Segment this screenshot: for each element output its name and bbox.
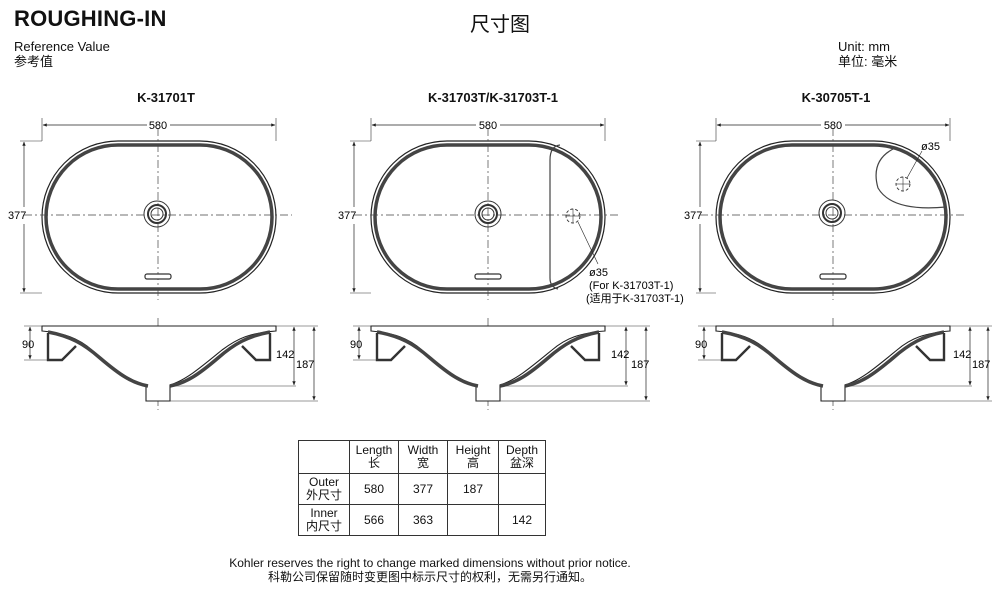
height-dim-1: 187 <box>296 359 314 371</box>
rim-dim-3: 90 <box>695 339 707 351</box>
spec-table: Length 长 Width 宽 Height 高 Depth 盆深 Outer… <box>298 440 546 536</box>
drain-icon <box>143 200 171 228</box>
model-label-2: K-31703T/K-31703T-1 <box>427 90 559 105</box>
overflow-slot-icon <box>474 273 502 280</box>
row-label-inner: Inner 内尺寸 <box>298 504 350 536</box>
header-width: Width 宽 <box>398 440 448 474</box>
unit-label: Unit: mm 单位: 毫米 <box>838 39 897 69</box>
faucet-hole-icon <box>565 208 581 224</box>
table-cell <box>498 473 546 505</box>
faucet-hole-icon <box>895 176 911 192</box>
length-dim-3: 580 <box>824 120 842 132</box>
unit-label-en: Unit: mm <box>838 39 890 54</box>
table-cell: 580 <box>349 473 399 505</box>
table-cell: 142 <box>498 504 546 536</box>
table-header-row: Length 长 Width 宽 Height 高 Depth 盆深 <box>298 440 546 474</box>
callout-diameter: ø35 <box>589 267 608 279</box>
hole-diameter-3: ø35 <box>921 141 940 153</box>
reference-label-en: Reference Value <box>14 39 110 54</box>
section-view-2: 90 142 187 <box>350 318 650 410</box>
overflow-slot-icon <box>819 273 847 280</box>
reference-label-cn: 参考值 <box>14 54 54 69</box>
width-dim-1: 377 <box>8 210 26 222</box>
section-view-3: 90 142 187 <box>695 318 992 410</box>
callout-line-1: (For K-31703T-1) <box>589 280 673 292</box>
overflow-slot-icon <box>144 273 172 280</box>
callout-line-2: (适用于K-31703T-1) <box>586 292 684 305</box>
length-dim-2: 580 <box>479 120 497 132</box>
section-view-1: 90 142 187 <box>22 318 318 410</box>
top-view-1: 580 377 <box>8 118 292 300</box>
disclaimer: Kohler reserves the right to change mark… <box>0 556 860 584</box>
depth-dim-1: 142 <box>276 349 294 361</box>
table-cell <box>447 504 499 536</box>
top-view-3: ø35 580 377 <box>684 118 966 300</box>
width-dim-3: 377 <box>684 210 702 222</box>
row-label-outer: Outer 外尺寸 <box>298 473 350 505</box>
drain-icon <box>818 199 846 227</box>
model-label-3: K-30705T-1 <box>801 90 871 105</box>
table-cell: 377 <box>398 473 448 505</box>
page-title-cn: 尺寸图 <box>470 12 530 36</box>
header-length: Length 长 <box>349 440 399 474</box>
width-dim-2: 377 <box>338 210 356 222</box>
top-view-2: 580 377 ø35 (For K-31703T-1) (适用于K-31703… <box>338 118 684 305</box>
depth-dim-3: 142 <box>953 349 971 361</box>
drain-icon <box>474 200 502 228</box>
height-dim-2: 187 <box>631 359 649 371</box>
unit-label-cn: 单位: 毫米 <box>838 54 898 69</box>
header-depth: Depth 盆深 <box>498 440 546 474</box>
disclaimer-cn: 科勒公司保留随时变更图中标示尺寸的权利，无需另行通知。 <box>267 570 592 584</box>
drawings-svg: 580 377 580 377 ø <box>8 118 992 410</box>
rim-dim-1: 90 <box>22 339 34 351</box>
depth-dim-2: 142 <box>611 349 629 361</box>
table-row: Outer 外尺寸 580 377 187 <box>298 473 546 505</box>
rim-dim-2: 90 <box>350 339 362 351</box>
header-height: Height 高 <box>447 440 499 474</box>
table-cell: 187 <box>447 473 499 505</box>
table-row: Inner 内尺寸 566 363 142 <box>298 504 546 536</box>
disclaimer-en: Kohler reserves the right to change mark… <box>229 556 631 570</box>
table-cell: 363 <box>398 504 448 536</box>
page-title: ROUGHING-IN <box>14 6 167 31</box>
model-label-1: K-31701T <box>137 90 195 105</box>
length-dim-1: 580 <box>149 120 167 132</box>
table-cell: 566 <box>349 504 399 536</box>
height-dim-3: 187 <box>972 359 990 371</box>
reference-label: Reference Value 参考值 <box>14 39 110 69</box>
